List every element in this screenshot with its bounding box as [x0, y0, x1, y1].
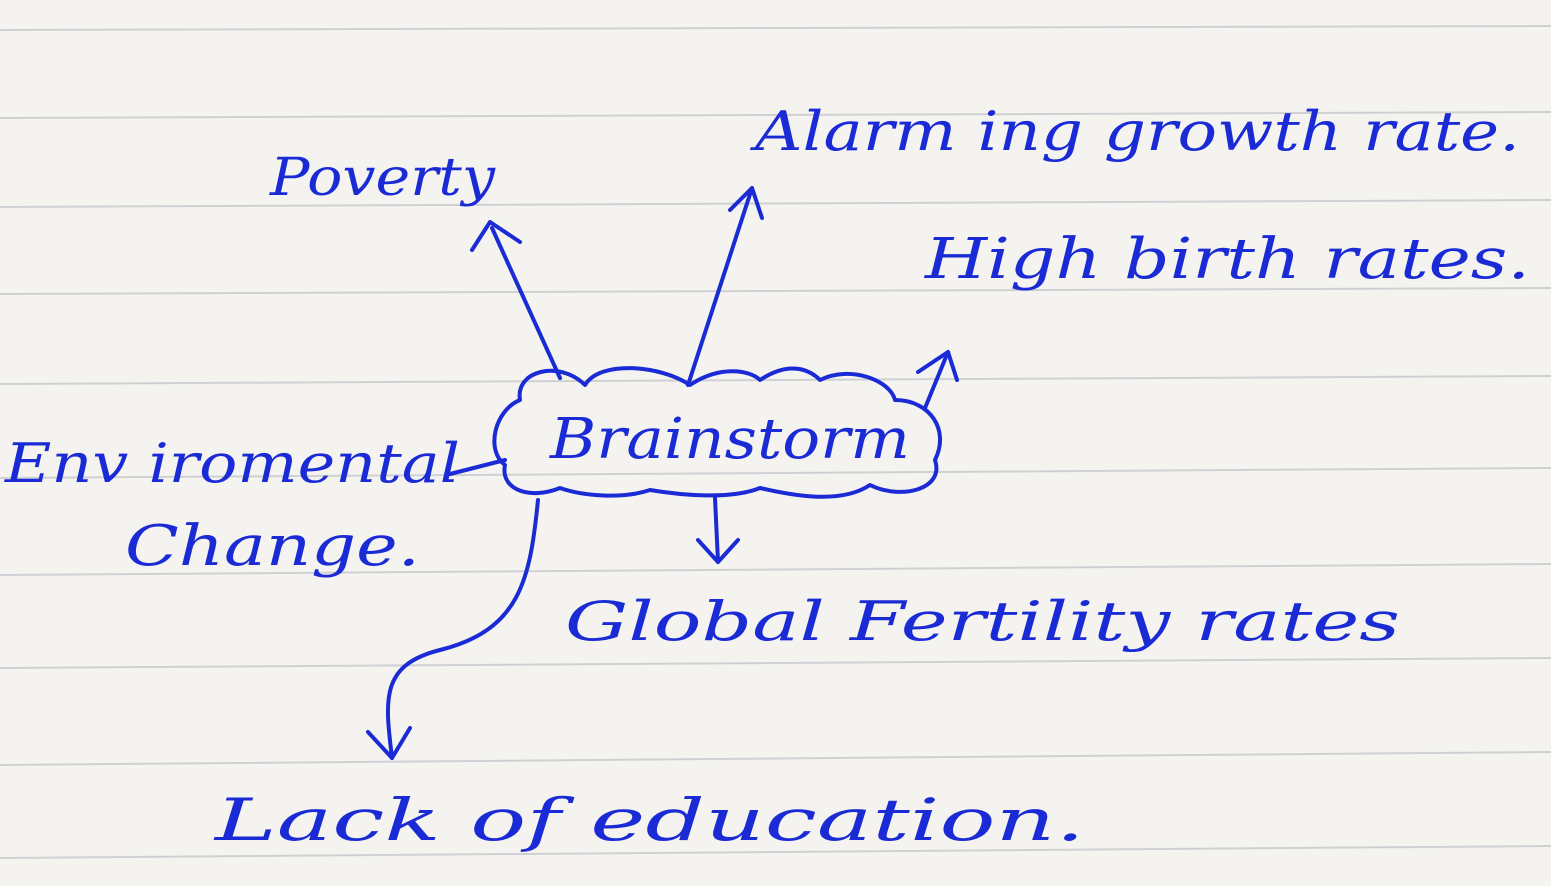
node-global-fertility-rates: Global Fertility rates: [565, 590, 1400, 653]
arrow-to-lack-education: [385, 498, 540, 760]
center-label: Brainstorm: [549, 407, 910, 472]
ruled-lines: [0, 25, 1551, 859]
arrowhead-high-birth: [916, 350, 959, 382]
connectors: [366, 186, 959, 760]
node-alarming-growth-rate: Alarm ing growth rate.: [749, 100, 1520, 163]
node-high-birth-rates: High birth rates.: [924, 227, 1530, 292]
arrowhead-poverty: [470, 220, 522, 252]
arrowhead-lack-education: [366, 726, 412, 760]
arrowhead-alarming: [728, 186, 764, 220]
arrow-to-high-birth: [923, 350, 950, 410]
brainstorm-cloud: [492, 366, 942, 499]
arrowhead-global-fertility: [696, 538, 740, 564]
node-environmental-line1: Env iromental: [4, 432, 460, 495]
arrow-to-global-fertility: [713, 496, 720, 564]
node-lack-of-education: Lack of education.: [213, 786, 1085, 854]
node-poverty: Poverty: [269, 148, 496, 208]
arrow-to-alarming: [686, 186, 754, 387]
arrow-to-poverty: [490, 226, 562, 380]
arrow-to-environmental: [448, 458, 507, 476]
node-environmental-line2: Change.: [125, 514, 420, 579]
